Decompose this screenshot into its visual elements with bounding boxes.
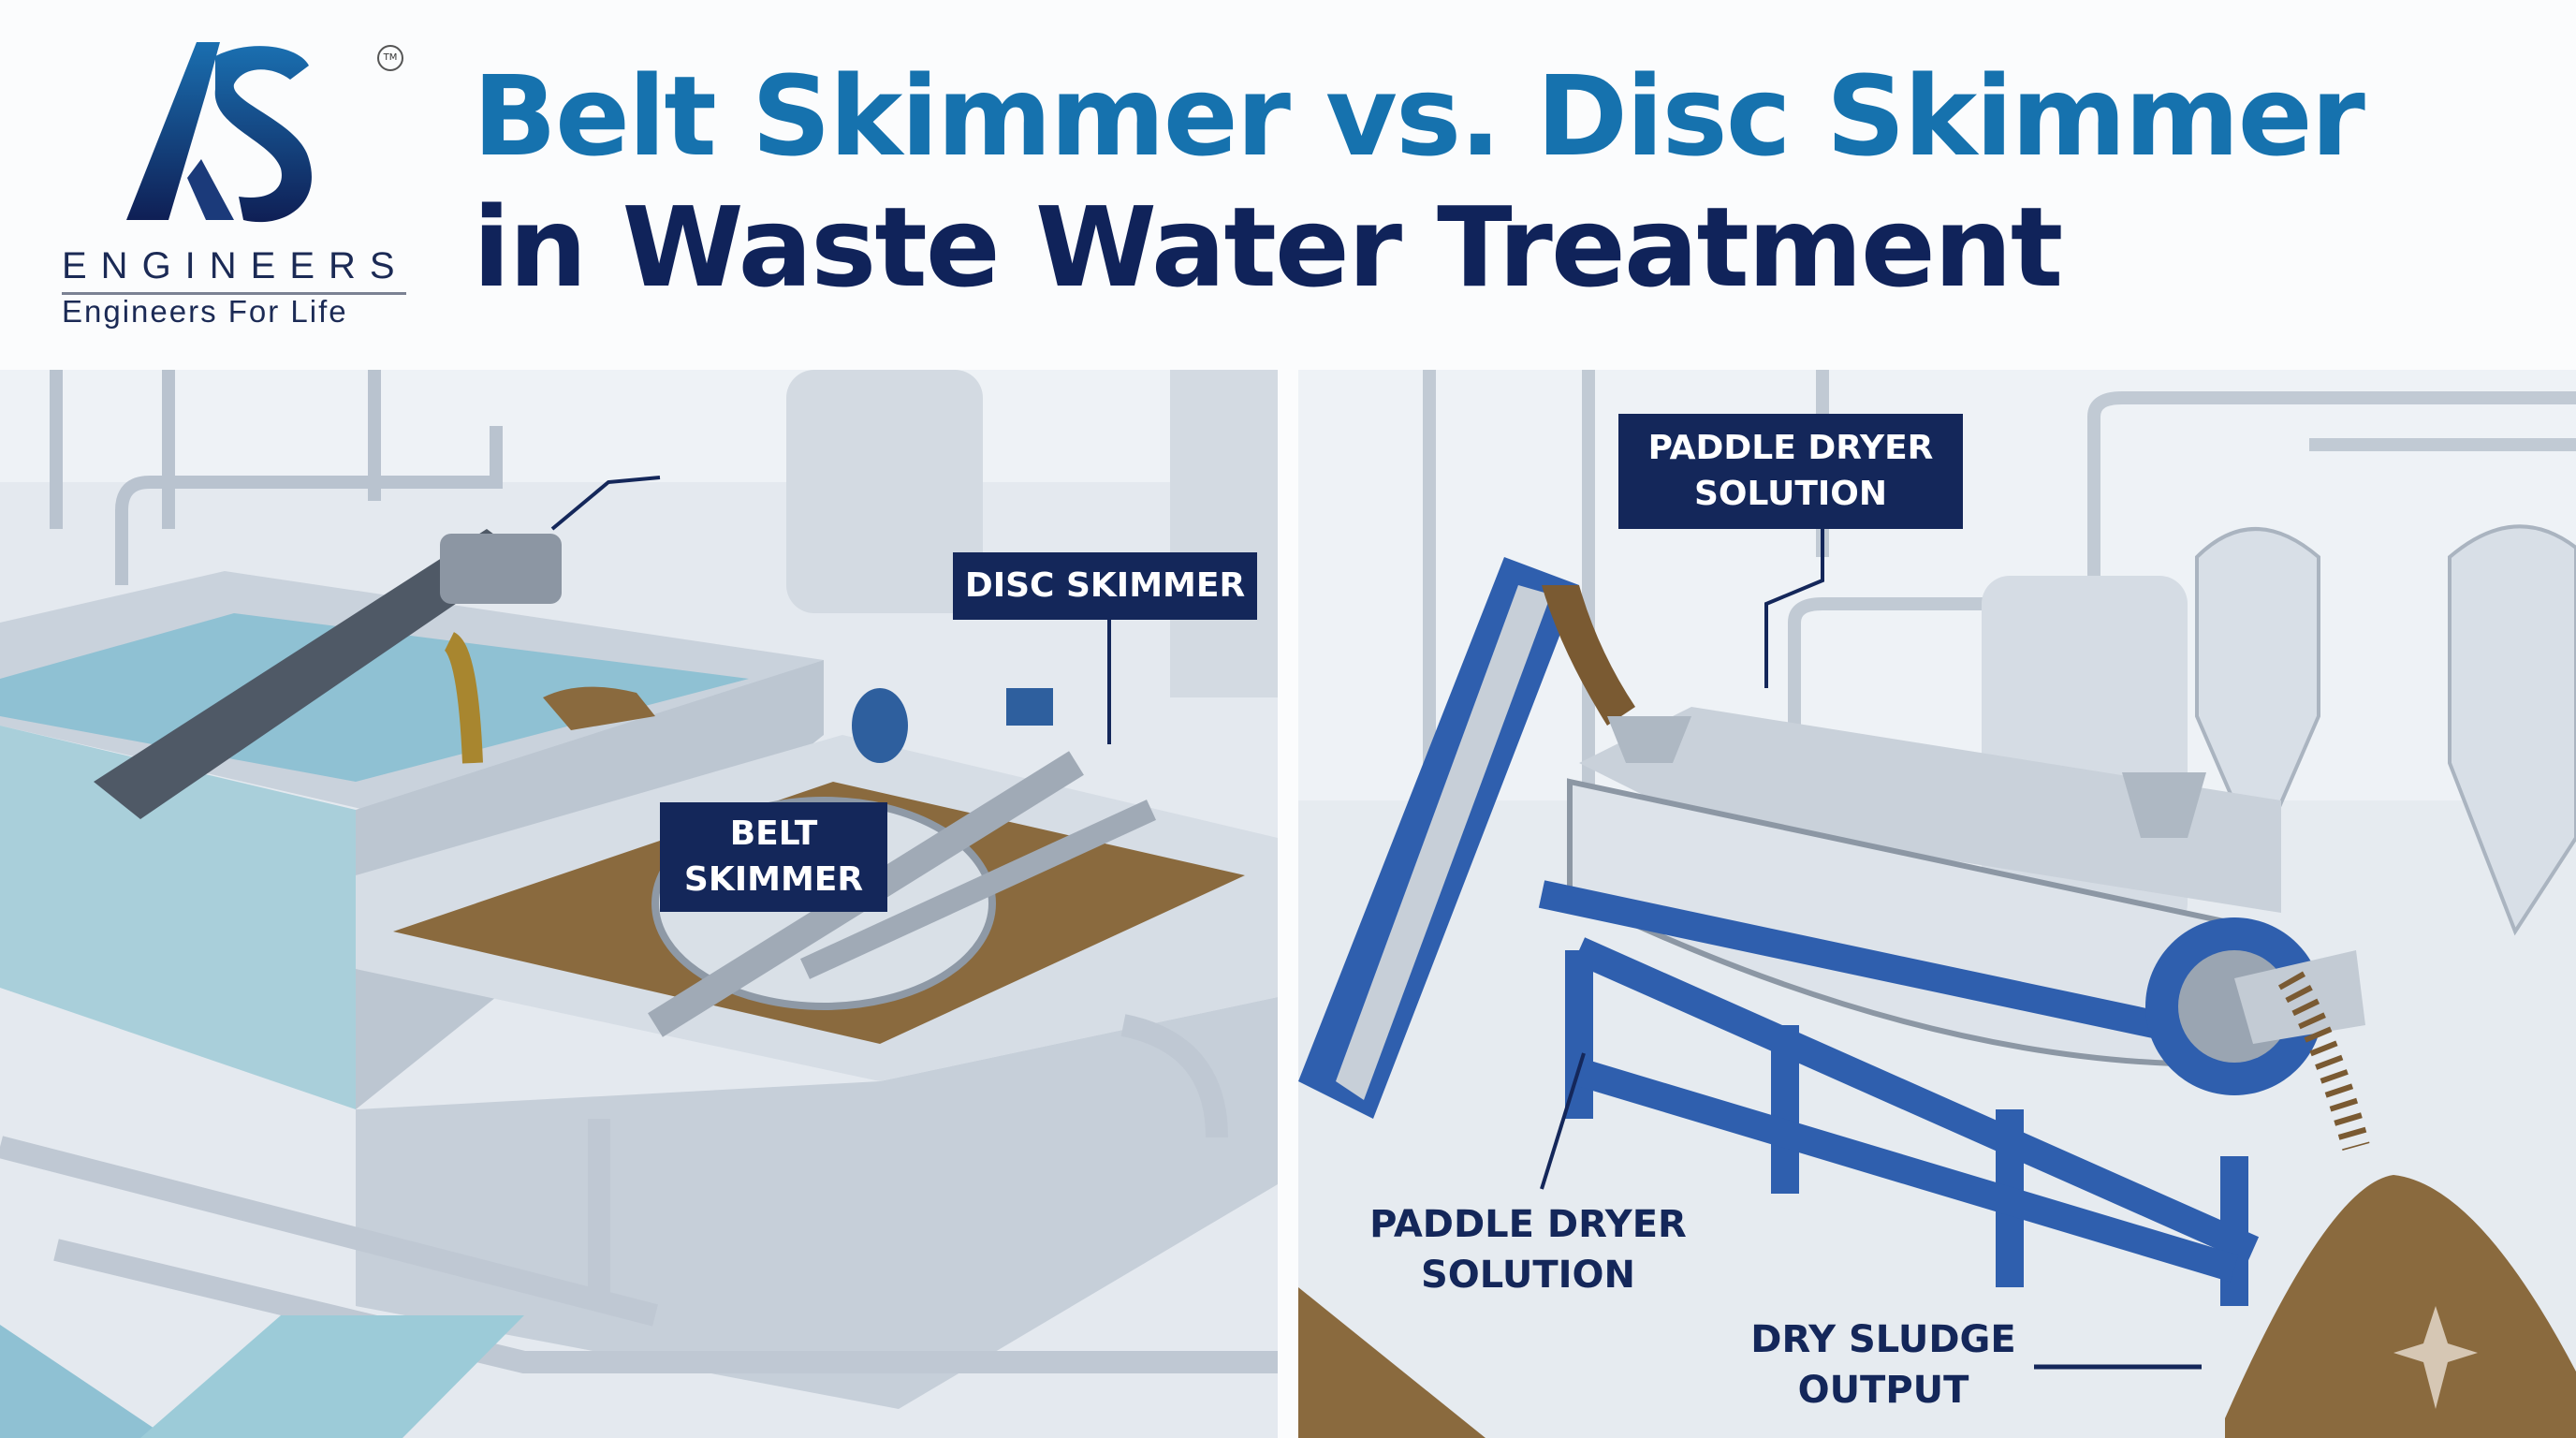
title-line-2: in Waste Water Treatment xyxy=(473,183,2063,312)
skimmer-tanks-illustration xyxy=(0,370,1278,1438)
belt-skimmer-label: BELT SKIMMER xyxy=(660,802,887,912)
sparkle-icon xyxy=(2393,1306,2478,1409)
paddle-dryer-bottom-label: PADDLE DRYER SOLUTION xyxy=(1369,1203,1687,1297)
logo-tagline: Engineers For Life xyxy=(62,294,348,329)
logo-divider xyxy=(62,292,406,295)
panel-divider xyxy=(1278,370,1298,1438)
dry-sludge-output-label: DRY SLUDGE OUTPUT xyxy=(1750,1318,2016,1412)
paddle-dryer-illustration xyxy=(1298,370,2576,1438)
logo xyxy=(56,37,431,337)
paddle-dryer-top-label: PADDLE DRYER SOLUTION xyxy=(1618,414,1963,529)
header: TM ENGINEERS Engineers For Life Belt Ski… xyxy=(0,0,2576,370)
right-panel-paddle-dryer-illustration: PADDLE DRYER SOLUTION PADDLE DRYER SOLUT… xyxy=(1298,370,2576,1438)
as-logo-icon xyxy=(126,42,312,223)
left-panel-skimmers-illustration: BELT SKIMMER DISC SKIMMER xyxy=(0,370,1278,1438)
title-line-1: Belt Skimmer vs. Disc Skimmer xyxy=(473,51,2365,181)
trademark-icon: TM xyxy=(377,45,403,71)
disc-skimmer-label: DISC SKIMMER xyxy=(953,552,1257,620)
logo-wordmark: ENGINEERS xyxy=(62,245,409,286)
